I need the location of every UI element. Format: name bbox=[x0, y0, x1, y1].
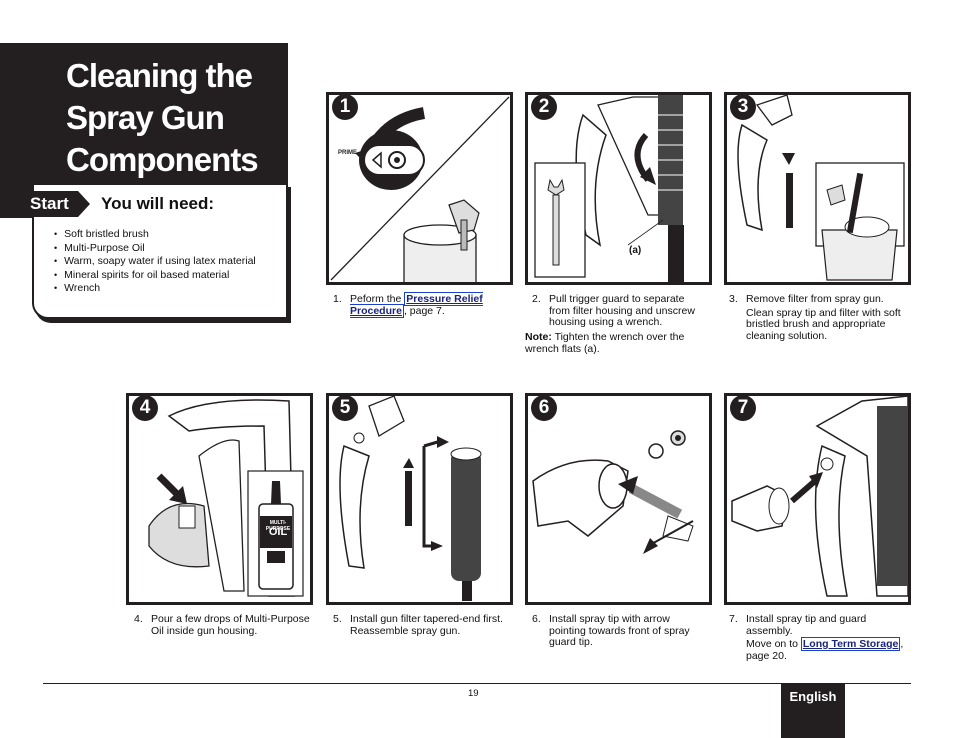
step-1-illustration: PRIME 1 bbox=[326, 92, 513, 285]
oil-label-top: MULTI-PURPOSE bbox=[265, 520, 291, 532]
pressure-relief-link[interactable]: Pressure Relief Procedure bbox=[350, 292, 483, 318]
step-number: 4. bbox=[134, 613, 143, 625]
list-item: Wrench bbox=[54, 282, 256, 296]
guard-assembly-illustration bbox=[731, 396, 908, 597]
language-tab: English bbox=[781, 683, 845, 738]
caption-text-2: Clean spray tip and filter with soft bri… bbox=[746, 306, 901, 342]
step-6-illustration: 6 bbox=[525, 393, 712, 605]
step-3-illustration: 3 bbox=[724, 92, 911, 285]
note-text: Tighten the wrench over the wrench flats… bbox=[525, 331, 685, 355]
step-number: 7. bbox=[729, 613, 738, 625]
step-2-note: Note: Tighten the wrench over the wrench… bbox=[525, 331, 705, 355]
oil-gun-illustration bbox=[148, 399, 304, 597]
supplies-list: Soft bristled brush Multi-Purpose Oil Wa… bbox=[54, 228, 256, 296]
caption-text: , page 20. bbox=[746, 638, 904, 662]
caption-text: Peform the bbox=[350, 293, 405, 305]
prime-valve-illustration bbox=[330, 96, 510, 282]
step-number: 3. bbox=[729, 293, 738, 305]
step-3-number: 3 bbox=[730, 95, 756, 120]
step-4-illustration: MULTI-PURPOSE OIL 4 bbox=[126, 393, 313, 605]
step-1-number: 1 bbox=[332, 95, 358, 120]
page-number: 19 bbox=[468, 688, 479, 699]
caption-text: Install spray tip with arrow pointing to… bbox=[549, 613, 690, 648]
spray-tip-illustration bbox=[532, 430, 694, 554]
caption-text: , page 7. bbox=[403, 304, 445, 317]
prime-label: PRIME bbox=[338, 150, 358, 156]
page-title: Cleaning the Spray Gun Components bbox=[66, 57, 259, 178]
step-5-number: 5 bbox=[332, 396, 358, 421]
caption-text: Install spray tip and guard assembly. bbox=[746, 613, 867, 637]
caption-text: Move on to bbox=[746, 638, 801, 650]
step-number: 2. bbox=[532, 293, 541, 305]
step-7-illustration: 7 bbox=[724, 393, 911, 605]
start-tab: Start bbox=[0, 191, 90, 217]
step-number: 6. bbox=[532, 613, 541, 625]
title-panel: Cleaning the Spray Gun Components Start … bbox=[0, 43, 288, 319]
step-2-caption: 2. Pull trigger guard to separate from f… bbox=[532, 293, 707, 329]
step-4-number: 4 bbox=[132, 396, 158, 421]
step-5-caption: 5. Install gun filter tapered-end first.… bbox=[333, 613, 503, 637]
filter-cleaning-illustration bbox=[737, 95, 905, 281]
step-4-caption: 4. Pour a few drops of Multi-Purpose Oil… bbox=[134, 613, 312, 637]
step-6-number: 6 bbox=[531, 396, 557, 421]
supplies-heading: You will need: bbox=[101, 194, 215, 213]
step-3-caption: 3. Remove filter from spray gun. Clean s… bbox=[729, 293, 907, 342]
step-7-caption: 7. Install spray tip and guard assembly.… bbox=[729, 613, 904, 662]
step-2-illustration: (a) 2 bbox=[525, 92, 712, 285]
long-term-storage-link[interactable]: Long Term Storage bbox=[800, 637, 901, 651]
list-item: Warm, soapy water if using latex materia… bbox=[54, 255, 256, 269]
caption-text: Remove filter from spray gun. bbox=[746, 293, 884, 305]
note-label: Note: bbox=[525, 331, 552, 343]
oil-label: OIL bbox=[268, 526, 288, 538]
footer-divider bbox=[43, 683, 911, 684]
step-number: 1. bbox=[333, 293, 342, 305]
caption-text: Pour a few drops of Multi-Purpose Oil in… bbox=[151, 613, 310, 637]
caption-text: Pull trigger guard to separate from filt… bbox=[549, 293, 695, 328]
filter-install-illustration bbox=[339, 396, 482, 601]
list-item: Soft bristled brush bbox=[54, 228, 256, 242]
gun-housing-illustration bbox=[534, 95, 684, 282]
step-7-number: 7 bbox=[730, 396, 756, 421]
list-item: Multi-Purpose Oil bbox=[54, 242, 256, 256]
wrench-flats-callout: (a) bbox=[629, 245, 642, 256]
step-1-caption: 1. Peform the Pressure Relief Procedure,… bbox=[333, 292, 493, 318]
step-6-caption: 6. Install spray tip with arrow pointing… bbox=[532, 613, 707, 649]
step-2-number: 2 bbox=[531, 95, 557, 120]
list-item: Mineral spirits for oil based material bbox=[54, 269, 256, 283]
caption-text: Install gun filter tapered-end first. Re… bbox=[350, 613, 503, 637]
step-number: 5. bbox=[333, 613, 342, 625]
step-5-illustration: 5 bbox=[326, 393, 513, 605]
